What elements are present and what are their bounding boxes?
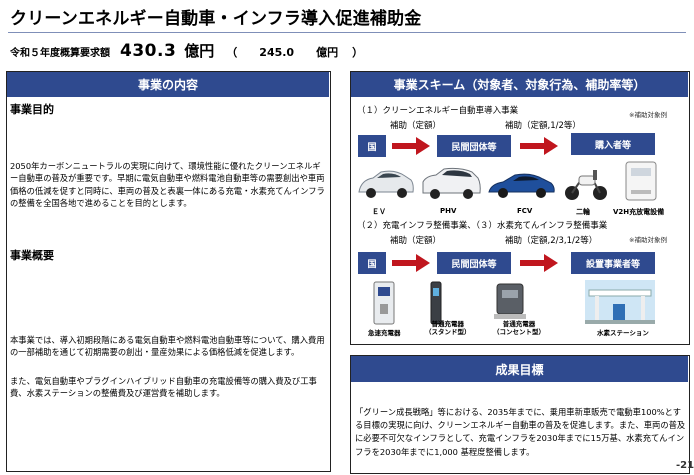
scheme-2-title: （２）充電インフラ整備事業、（３）水素充てんインフラ整備事業 xyxy=(357,221,608,231)
vehicle-label-phv: PHV xyxy=(440,207,457,215)
scheme-2-country-box: 国 xyxy=(358,252,386,274)
vehicle-label-v2h: V2H充放電設備 xyxy=(613,208,665,216)
vehicle-label-motorcycle: 二輪 xyxy=(576,208,590,216)
purpose-text: 2050年カーボンニュートラルの実現に向けて、環境性能に優れたクリーンエネルギー… xyxy=(10,161,325,209)
scheme-1-note: ※補助対象例 xyxy=(629,111,667,119)
budget-label: 令和５年度概算要求額 xyxy=(10,48,110,59)
project-content-header: 事業の内容 xyxy=(7,72,329,97)
fcv-car-image xyxy=(488,173,555,198)
scheme-1-org-box: 民間団体等 xyxy=(437,135,511,157)
budget-prev-amount: 245.0 xyxy=(259,46,295,59)
outlet-charger-image xyxy=(494,283,526,319)
page-number: -21 xyxy=(676,460,694,471)
v2h-charger-image xyxy=(625,161,657,201)
vehicle-label-fcv: FCV xyxy=(517,207,533,215)
project-content-panel xyxy=(6,71,331,472)
stand-charger-image xyxy=(430,281,442,325)
results-text: 「グリーン成長戦略」等における、2035年までに、乗用車新車販売で電動車100%… xyxy=(355,407,686,457)
overview-heading: 事業概要 xyxy=(10,249,54,262)
budget-close-paren: ） xyxy=(352,46,364,59)
scheme-2-subsidy-rate: 補助（定額,2/3,1/2等） xyxy=(505,236,598,246)
scheme-1-title: （１）クリーンエネルギー自動車導入事業 xyxy=(357,106,519,116)
arrow-shape xyxy=(520,137,558,155)
budget-unit: 億円 xyxy=(184,42,215,60)
infra-label-fast-charger: 急速充電器 xyxy=(368,329,401,337)
overview-text-2: また、電気自動車やプラグインハイブリッド自動車の充電設備等の購入費及び工事費、水… xyxy=(10,376,317,399)
scheme-1-country-box: 国 xyxy=(358,135,386,157)
budget-amount: 430.3 xyxy=(120,41,177,61)
infra-label-hydrogen-station: 水素ステーション xyxy=(597,329,649,337)
scheme-2-org-box: 民間団体等 xyxy=(437,252,511,274)
scheme-2-subsidy-fixed: 補助（定額） xyxy=(390,236,442,246)
scheme-1-subsidy-rate: 補助（定額,1/2等） xyxy=(505,121,581,131)
budget-prev-unit: 億円 xyxy=(316,46,339,59)
vehicle-label-ev: ＥＶ xyxy=(372,208,386,216)
page-title: クリーンエネルギー自動車・インフラ導入促進補助金 xyxy=(10,9,422,29)
scheme-2-arrow-2 xyxy=(520,254,558,272)
scheme-1-arrow-2 xyxy=(520,137,558,155)
results-header: 成果目標 xyxy=(351,356,688,382)
scheme-1-subsidy-fixed: 補助（定額） xyxy=(390,121,442,131)
phv-car-image xyxy=(422,167,481,199)
motorcycle-image xyxy=(565,170,607,200)
ev-car-image xyxy=(358,170,414,198)
hydrogen-station-image xyxy=(585,280,655,324)
purpose-heading: 事業目的 xyxy=(10,103,54,116)
arrow-shape xyxy=(392,254,430,272)
infra-label-stand-charger: 普通充電器 （スタンド型） xyxy=(425,320,471,336)
arrow-shape xyxy=(520,254,558,272)
infra-label-outlet-charger: 普通充電器 （コンセント型） xyxy=(493,320,545,336)
budget-open-paren: （ xyxy=(226,46,238,59)
overview-text-1: 本事業では、導入初期段階にある電気自動車や燃料電池自動車等について、購入費用の一… xyxy=(10,335,325,358)
scheme-1-arrow-1 xyxy=(392,137,430,155)
budget-line: 令和５年度概算要求額 430.3 億円 （ 245.0 億円 ） xyxy=(10,40,363,62)
arrow-shape xyxy=(392,137,430,155)
scheme-2-note: ※補助対象例 xyxy=(629,236,667,244)
title-divider xyxy=(8,32,686,33)
scheme-2-arrow-1 xyxy=(392,254,430,272)
scheme-2-operator-box: 設置事業者等 xyxy=(571,252,655,274)
scheme-header: 事業スキーム（対象者、対象行為、補助率等） xyxy=(351,72,688,97)
scheme-1-buyer-box: 購入者等 xyxy=(571,133,655,155)
fast-charger-image xyxy=(373,281,395,325)
